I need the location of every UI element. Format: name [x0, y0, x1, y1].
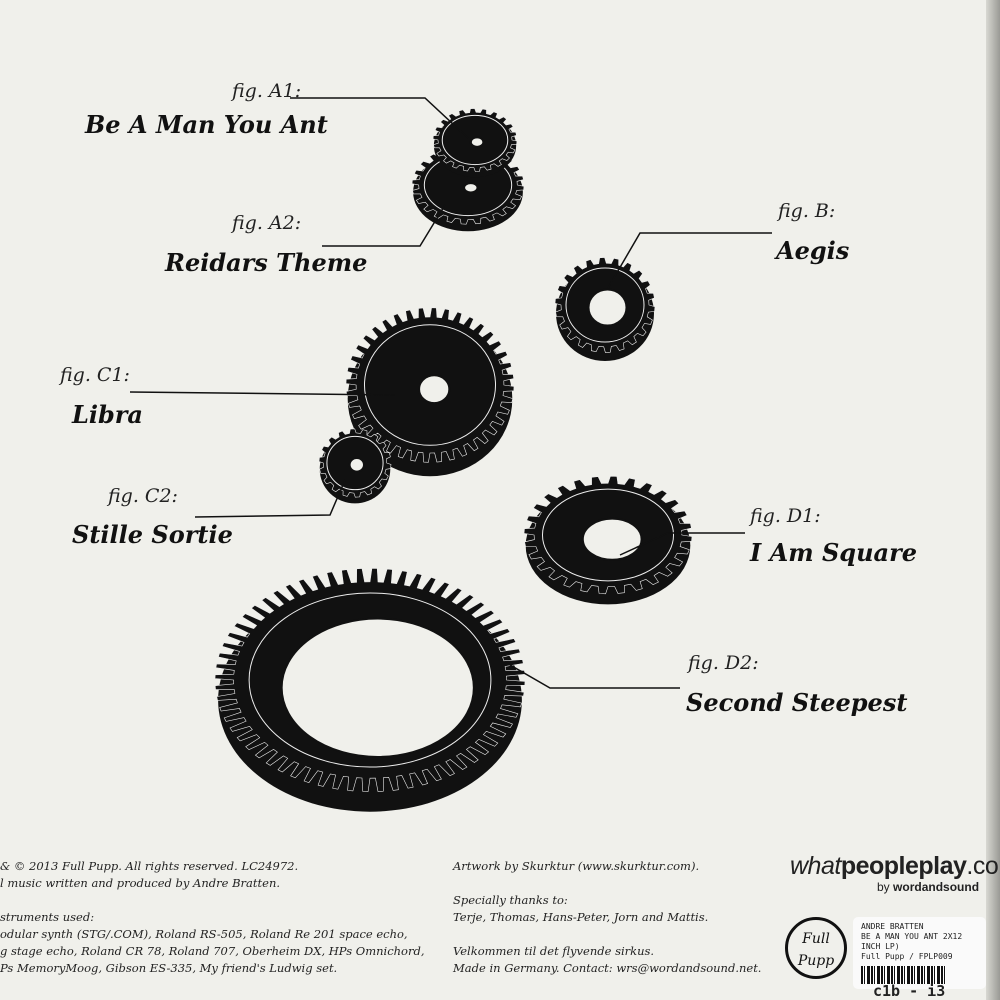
sticker-code: c1b - i3 — [873, 982, 946, 1000]
gear-d2-hole — [280, 617, 475, 758]
leader-d1 — [619, 532, 745, 556]
fig-b-label: fig. B: — [778, 200, 836, 222]
price-sticker: ANDRE BRATTEN BE A MAN YOU ANT 2X12 INCH… — [853, 917, 986, 999]
fig-d1-label: fig. D1: — [750, 505, 821, 527]
gear-a1-rim — [441, 114, 509, 166]
credit-line: g stage echo, Roland CR 78, Roland 707, … — [0, 944, 425, 958]
leader-c2 — [194, 479, 346, 518]
credit-line: Artwork by Skurktur (www.skurktur.com). — [453, 859, 700, 873]
by-wordandsound: by wordandsound — [877, 880, 980, 894]
credit-line: Made in Germany. Contact: wrs@wordandsou… — [453, 961, 762, 975]
fig-c2-label: fig. C2: — [108, 485, 178, 507]
credit-line: struments used: — [0, 910, 95, 924]
fig-c1-label: fig. C1: — [60, 364, 130, 386]
gear-c2-hole — [348, 456, 365, 473]
fig-d2-title: Second Steepest — [686, 688, 908, 717]
credit-line: Ps MemoryMoog, Gibson ES-335, My friend'… — [0, 961, 338, 975]
fig-c1-title: Libra — [72, 400, 143, 429]
gear-b-hole — [587, 288, 628, 327]
fig-b-title: Aegis — [776, 236, 850, 265]
gear-d2-rim — [248, 592, 492, 768]
leader-d2 — [504, 661, 680, 689]
sticker-artist: ANDRE BRATTEN — [861, 922, 924, 931]
sticker-title: BE A MAN YOU ANT 2X12 INCH LP) — [861, 932, 963, 951]
fig-a2-label: fig. A2: — [232, 212, 302, 234]
leader-c1 — [129, 391, 396, 396]
credit-line: Specially thanks to: — [453, 893, 568, 907]
cover-edge — [986, 0, 1000, 1000]
credits-left: & © 2013 Full Pupp. All rights reserved.… — [0, 858, 424, 977]
credit-line: l music written and produced by Andre Br… — [0, 876, 281, 890]
gear-c1-hole — [418, 374, 451, 405]
whatpeopleplay-logo: whatpeopleplay.com — [790, 852, 1000, 880]
leader-a2 — [322, 204, 446, 247]
fig-d1-title: I Am Square — [750, 538, 917, 567]
credit-line: & © 2013 Full Pupp. All rights reserved.… — [0, 859, 299, 873]
sticker-label: Full Pupp / FPLP009 — [861, 952, 953, 961]
credit-line: Terje, Thomas, Hans-Peter, Jorn and Matt… — [453, 910, 709, 924]
fig-a1-label: fig. A1: — [232, 80, 302, 102]
gear-a1-hole — [469, 136, 485, 148]
gear-d1-rim — [541, 488, 675, 582]
gear-c2-rim — [326, 435, 384, 491]
gear-a2-hole — [463, 182, 479, 194]
gear-d1-hole — [581, 517, 643, 561]
credit-line: odular synth (STG/.COM), Roland RS-505, … — [0, 927, 408, 941]
fig-c2-title: Stille Sortie — [72, 520, 233, 549]
credit-line: Velkommen til det flyvende sirkus. — [453, 944, 655, 958]
fig-a2-title: Reidars Theme — [165, 248, 368, 277]
credits-right: Artwork by Skurktur (www.skurktur.com). … — [453, 858, 761, 977]
barcode — [861, 966, 946, 984]
leader-a1 — [290, 97, 469, 139]
fig-d2-label: fig. D2: — [688, 652, 759, 674]
fig-a1-title: Be A Man You Ant — [85, 110, 328, 139]
gear-c1-rim — [363, 324, 497, 446]
leader-b — [607, 232, 772, 289]
gear-b-rim — [565, 267, 645, 343]
